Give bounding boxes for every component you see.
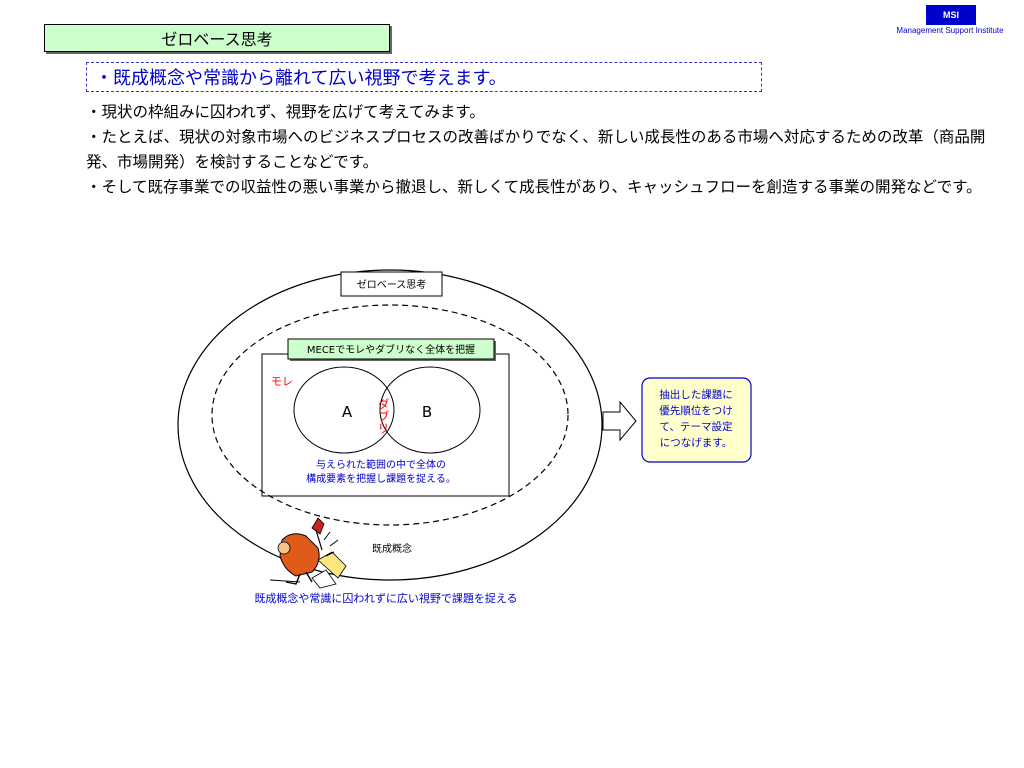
outer-ellipse bbox=[177, 269, 603, 581]
inner-caption-2: 構成要素を把握し課題を捉える。 bbox=[306, 472, 456, 485]
circle-b bbox=[379, 366, 481, 454]
output-line-2: 優先順位をつけ bbox=[659, 404, 733, 417]
paragraph-1: ・現状の枠組みに囚われず、視野を広げて考えてみます。 bbox=[86, 103, 485, 121]
msi-logo-text: MSI bbox=[942, 10, 959, 20]
output-line-3: て、テーマ設定 bbox=[660, 420, 733, 433]
right-arrow-icon bbox=[602, 400, 637, 442]
daburi-label: ダブリ bbox=[376, 398, 390, 434]
body-text: ・現状の枠組みに囚われず、視野を広げて考えてみます。 ・たとえば、現状の対象市場… bbox=[86, 100, 996, 200]
kisei-label: 既成概念 bbox=[372, 542, 412, 555]
outer-label: ゼロベース思考 bbox=[357, 279, 427, 291]
dashed-ellipse bbox=[211, 304, 569, 526]
output-box bbox=[641, 377, 752, 463]
outer-label-box bbox=[340, 271, 443, 297]
mece-label-box bbox=[287, 338, 495, 360]
breaking-through-figure-icon bbox=[269, 517, 347, 589]
headline-text: ・既成概念や常識から離れて広い視野で考えます。 bbox=[95, 68, 507, 89]
inner-caption-1: 与えられた範囲の中で全体の bbox=[316, 458, 446, 471]
page-title-text: ゼロベース思考 bbox=[161, 30, 273, 49]
paragraph-2: ・たとえば、現状の対象市場へのビジネスプロセスの改善ばかりでなく、新しい成長性の… bbox=[86, 128, 986, 171]
circle-a bbox=[293, 366, 395, 454]
output-line-4: につなげます。 bbox=[660, 437, 732, 449]
circle-b-label: B bbox=[422, 403, 432, 421]
paragraph-3: ・そして既存事業での収益性の悪い事業から撤退し、新しくて成長性があり、キャッシュ… bbox=[86, 178, 982, 196]
more-label: モレ bbox=[271, 375, 293, 388]
msi-logo: MSI bbox=[926, 5, 976, 25]
circle-a-label: A bbox=[342, 403, 353, 421]
headline: ・既成概念や常識から離れて広い視野で考えます。 bbox=[86, 62, 762, 92]
output-line-1: 抽出した課題に bbox=[659, 388, 733, 401]
page-title: ゼロベース思考 bbox=[44, 24, 390, 52]
msi-name: Management Support Institute bbox=[896, 26, 1004, 35]
bottom-caption: 既成概念や常識に囚われずに広い視野で課題を捉える bbox=[254, 591, 517, 605]
mece-label: MECEでモレやダブリなく全体を把握 bbox=[307, 343, 475, 356]
